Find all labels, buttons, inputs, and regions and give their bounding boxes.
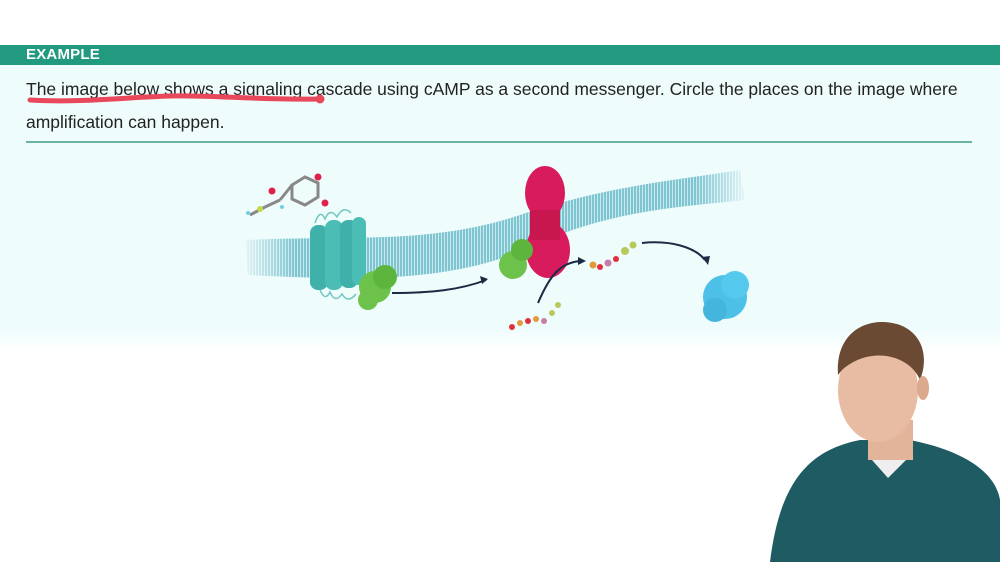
presenter-video (770, 322, 1000, 562)
presenter-shirt (770, 440, 1000, 562)
example-label: EXAMPLE (26, 46, 100, 63)
presenter-hair (837, 322, 924, 380)
arrow-2 (537, 260, 581, 304)
g-protein-icon (358, 265, 397, 310)
presenter-face (838, 338, 918, 442)
arrow-1 (391, 279, 487, 294)
camp-molecule-icon (589, 241, 637, 270)
divider (26, 141, 972, 143)
adenylyl-cyclase-icon (525, 166, 570, 278)
protein-kinase-a-icon (703, 271, 749, 322)
ligand-molecule-icon (246, 173, 329, 217)
membrane (245, 170, 745, 279)
question-panel (0, 65, 1000, 352)
question-text: The image below shows a signaling cascad… (26, 79, 958, 132)
arrow-3 (641, 241, 706, 261)
top-margin (0, 0, 1000, 45)
signaling-cascade-figure (245, 166, 749, 330)
example-header-bar: EXAMPLE (0, 45, 1000, 65)
gpcr-receptor-icon (310, 209, 366, 300)
g-protein-2-icon (499, 239, 533, 279)
atp-molecule-icon (509, 302, 561, 330)
